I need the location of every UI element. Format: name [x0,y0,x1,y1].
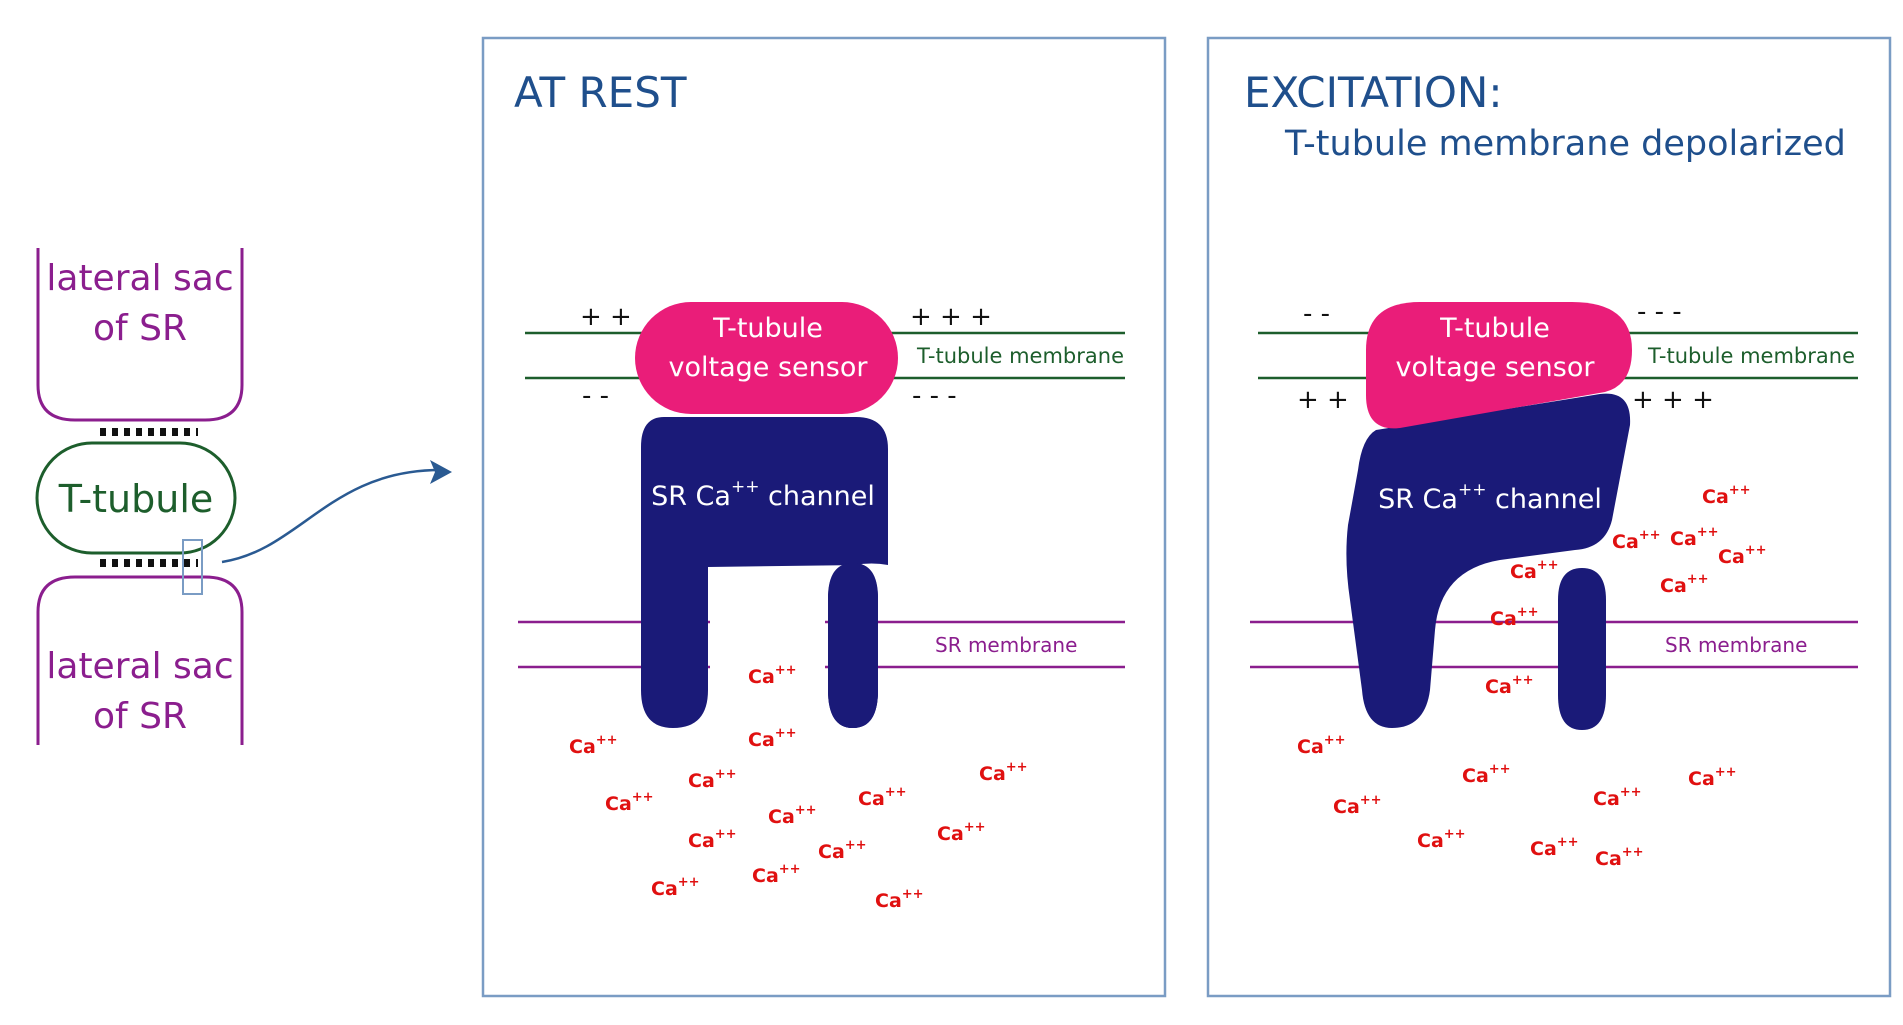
exc-charge-bottom-right: + + + [1632,385,1714,415]
lower-lateral-sac [36,575,244,745]
ca-ion: Ca++ [1702,483,1751,508]
rest-sr-ca-channel [641,417,888,728]
exc-channel-right-leg [1558,568,1606,730]
rest-ca-ions: Ca++ Ca++ Ca++ Ca++ Ca++ Ca++ Ca++ Ca++ … [569,663,1028,912]
rest-ttubule-membrane-label: T-tubule membrane [916,344,1124,368]
rest-panel: AT REST T-tubule membrane + + + + + - - … [481,36,1167,998]
exc-sensor-label-line2: voltage sensor [1396,352,1596,383]
rest-channel-label: SR Ca++ channel [651,477,875,512]
exc-charge-bottom-left: + + [1297,385,1349,415]
exc-sensor-label-line1: T-tubule [1439,313,1550,344]
exc-voltage-sensor [1366,302,1632,429]
excitation-subtitle: T-tubule membrane depolarized [1284,124,1846,164]
ca-ion: Ca++ [937,820,986,845]
ca-ion: Ca++ [1612,528,1661,553]
ca-ion: Ca++ [752,862,801,887]
rest-voltage-sensor [635,302,898,414]
zoom-region-box [182,539,203,595]
exc-ca-ions: Ca++ Ca++ Ca++ Ca++ Ca++ Ca++ Ca++ Ca++ … [1297,483,1767,870]
ca-ion: Ca++ [651,875,700,900]
ca-ion: Ca++ [1490,605,1539,630]
ca-ion: Ca++ [1485,673,1534,698]
ca-ion: Ca++ [875,887,924,912]
ca-ion: Ca++ [1718,543,1767,568]
ca-ion: Ca++ [1688,765,1737,790]
ca-ion: Ca++ [1660,572,1709,597]
rest-charge-top-right: + + + [910,302,992,332]
rest-title: AT REST [514,68,687,117]
ca-ion: Ca++ [1595,845,1644,870]
ca-ion: Ca++ [768,803,817,828]
ca-ion: Ca++ [688,827,737,852]
rest-charge-bottom-right: - - - [912,381,957,411]
rest-sr-membrane-label: SR membrane [935,633,1077,657]
ca-ion: Ca++ [1417,827,1466,852]
lower-sac-label-line1: lateral sac [46,646,233,687]
ca-ion: Ca++ [1462,762,1511,787]
rest-charge-bottom-left: - - [582,381,609,411]
exc-charge-top-right: - - - [1637,297,1682,327]
exc-sr-membrane-label: SR membrane [1665,633,1807,657]
lower-sac-label-line2: of SR [93,696,187,737]
exc-sr-ca-channel [1346,393,1631,728]
left-schematic: lateral sac of SR T-tubule lateral sac o… [35,248,452,745]
ca-ion: Ca++ [818,838,867,863]
exc-charge-top-left: - - [1303,299,1330,329]
ca-ion: Ca++ [1670,525,1719,550]
ca-ion: Ca++ [1530,835,1579,860]
rest-channel-right-leg-front [828,563,878,728]
t-tubule-oval [35,441,237,555]
ca-ion: Ca++ [748,726,797,751]
exc-channel-label: SR Ca++ channel [1378,480,1602,515]
upper-sac-label-line1: lateral sac [46,258,233,299]
ca-ion: Ca++ [1297,733,1346,758]
exc-ttubule-membrane-label: T-tubule membrane [1647,344,1855,368]
rest-sensor-label-line1: T-tubule [712,313,823,344]
zoom-arrow-head [430,460,452,484]
upper-lateral-sac [36,248,244,422]
excitation-title: EXCITATION: [1244,68,1503,117]
ca-ion: Ca++ [569,733,618,758]
rest-charge-top-left: + + [580,302,632,332]
ca-ion: Ca++ [858,785,907,810]
ca-ion: Ca++ [1510,558,1559,583]
zoom-arrow [221,468,441,564]
ca-ion: Ca++ [1333,793,1382,818]
excitation-panel: EXCITATION: T-tubule membrane depolarize… [1206,36,1892,998]
ca-ion: Ca++ [605,790,654,815]
ca-ion: Ca++ [688,767,737,792]
ca-ion: Ca++ [1593,785,1642,810]
t-tubule-label: T-tubule [58,477,214,521]
rest-channel-gap [710,568,825,738]
rest-sensor-label-line2: voltage sensor [669,352,869,383]
ca-ion: Ca++ [979,760,1028,785]
upper-sac-label-line2: of SR [93,308,187,349]
ca-ion: Ca++ [748,663,797,688]
